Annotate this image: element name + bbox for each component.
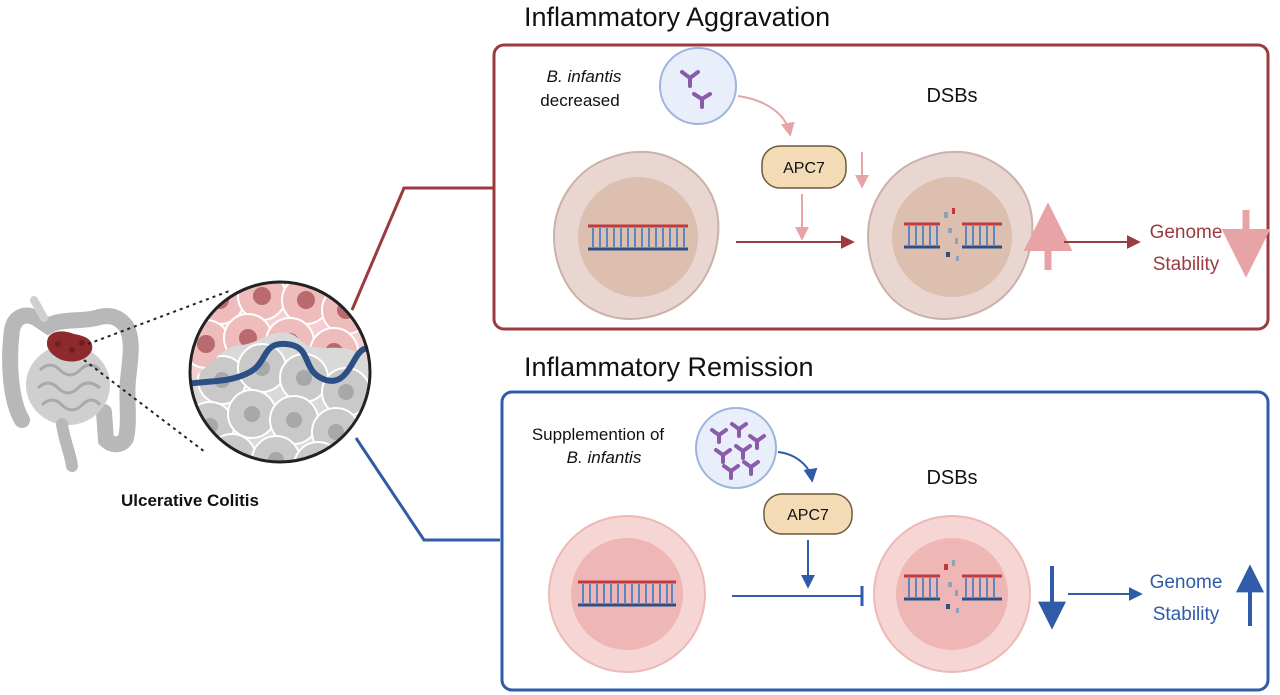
bacteria-many-icon bbox=[695, 407, 777, 489]
zoom-line-top bbox=[87, 289, 233, 345]
remission-genome-line2: Stability bbox=[1153, 604, 1220, 625]
tissue-magnifier bbox=[188, 280, 372, 464]
arrow-bacteria-to-apc7 bbox=[737, 95, 795, 137]
connector-remission bbox=[354, 437, 500, 542]
remission-bacteria-italic: B. infantis bbox=[567, 448, 642, 467]
aggravation-bacteria-rest: decreased bbox=[540, 91, 619, 110]
arrow-supplement-to-apc7 bbox=[777, 451, 818, 483]
aggravation-panel bbox=[492, 43, 1270, 331]
connector-aggravation bbox=[350, 186, 494, 311]
dna-intact-top bbox=[588, 224, 688, 251]
bacteria-few-icon bbox=[659, 47, 737, 125]
svg-text:APC7: APC7 bbox=[783, 160, 825, 177]
remission-genome-line1: Genome bbox=[1150, 572, 1223, 593]
apc7-pill-bottom: APC7 bbox=[763, 493, 853, 535]
remission-panel bbox=[500, 390, 1270, 692]
remission-title: Inflammatory Remission bbox=[524, 352, 814, 382]
svg-text:APC7: APC7 bbox=[787, 507, 829, 524]
aggravation-bacteria-italic: B. infantis bbox=[547, 67, 622, 86]
aggravation-title: Inflammatory Aggravation bbox=[524, 2, 830, 32]
healthy-cell-intact-dna bbox=[548, 515, 706, 673]
colitis-label: Ulcerative Colitis bbox=[121, 491, 259, 510]
aggravation-dsbs: DSBs bbox=[926, 85, 977, 107]
remission-dsbs: DSBs bbox=[926, 467, 977, 489]
aggravation-genome-line2: Stability bbox=[1153, 254, 1220, 275]
inflamed-cell-intact-dna bbox=[552, 150, 720, 320]
inflamed-cell-broken-dna bbox=[866, 150, 1034, 320]
aggravation-genome-line1: Genome bbox=[1150, 222, 1223, 243]
apc7-pill-top: APC7 bbox=[761, 145, 847, 189]
remission-bacteria-line1: Supplemention of bbox=[532, 425, 665, 444]
zoom-line-bottom bbox=[83, 359, 206, 453]
healthy-cell-broken-dna bbox=[873, 515, 1031, 673]
